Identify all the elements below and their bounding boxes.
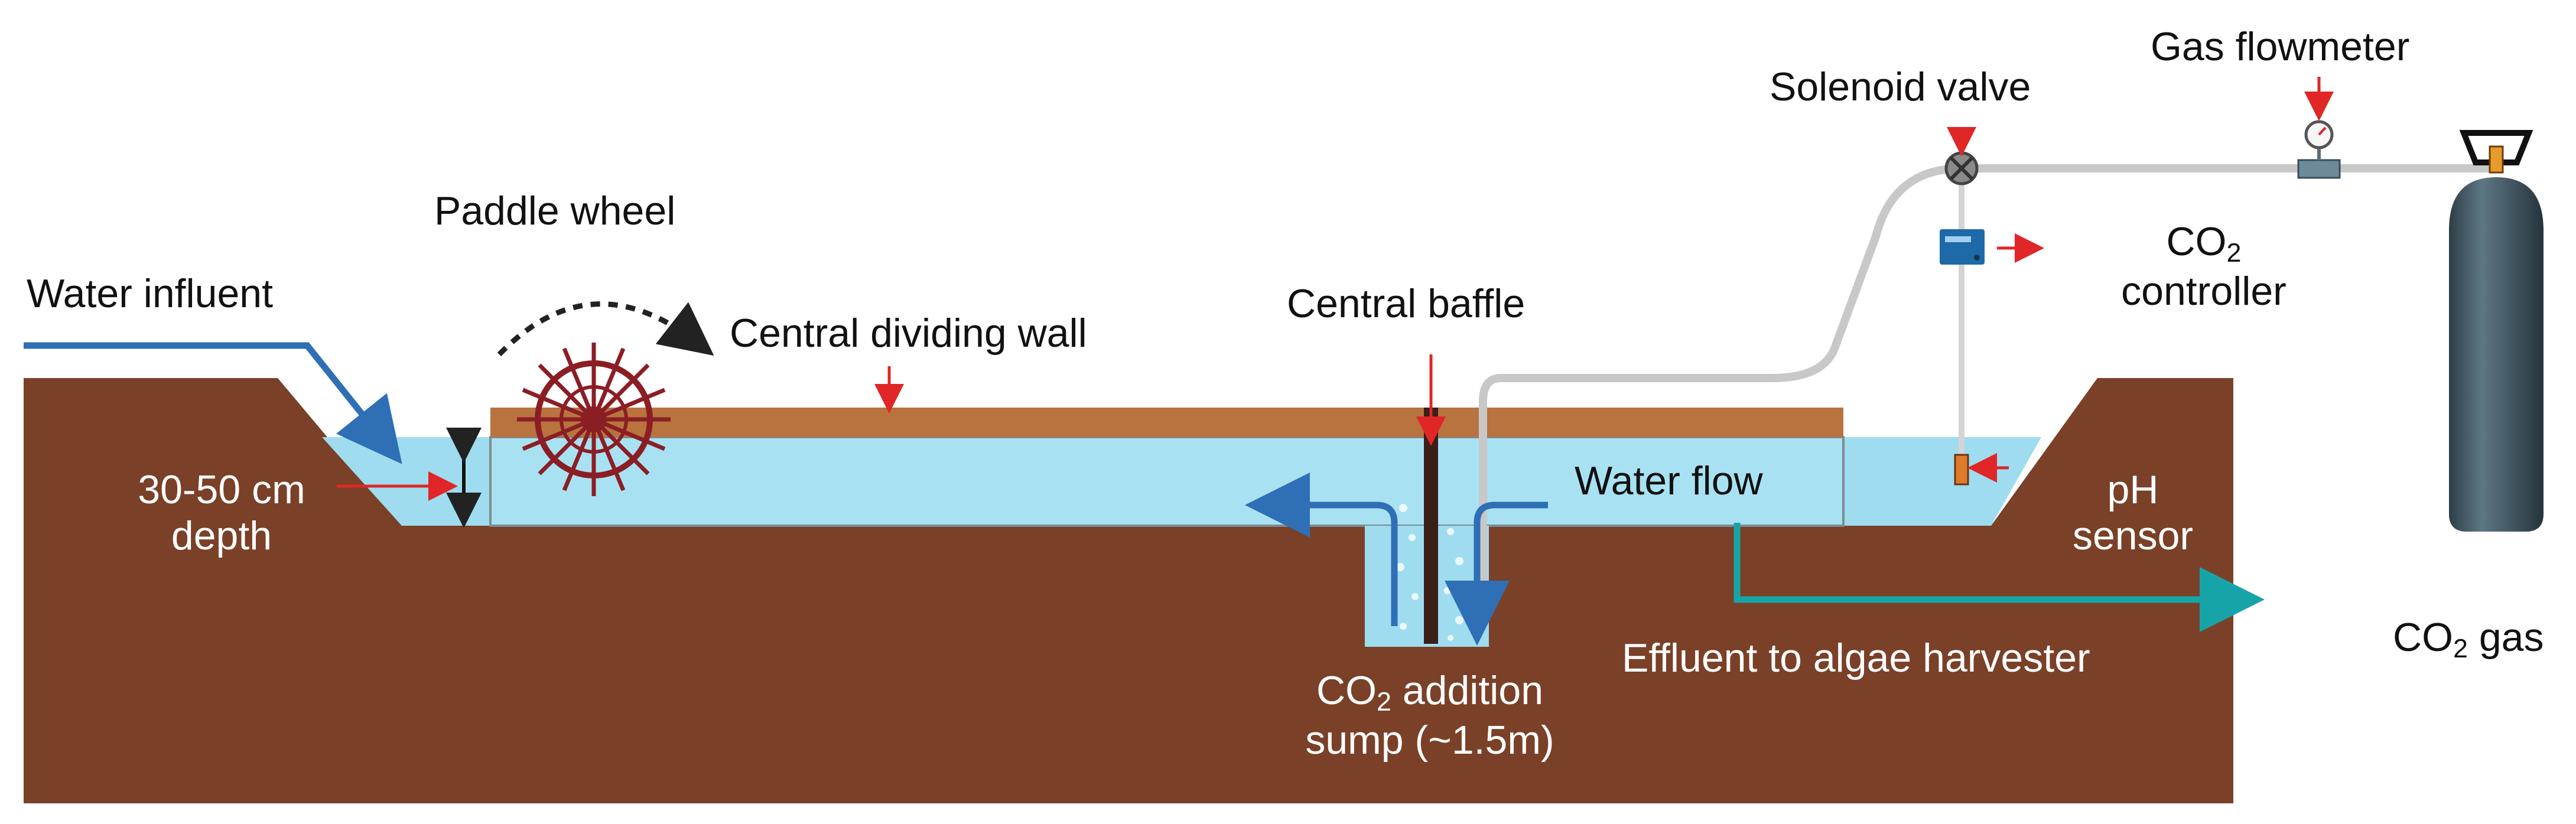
label-co2-controller: CO2 controller (2080, 219, 2328, 314)
label-co2-gas: CO2 gas (2393, 614, 2544, 664)
sump-post: addition (1391, 668, 1544, 713)
label-solenoid-valve: Solenoid valve (1770, 64, 2031, 109)
co2-gas-post: gas (2467, 615, 2544, 660)
label-co2-sump: CO2 addition sump (~1.5m) (1258, 667, 1601, 763)
effluent-arrow (1733, 523, 2265, 632)
co2-controller-line2: controller (2121, 268, 2286, 314)
co2-controller-sub: 2 (2226, 237, 2242, 268)
ph-sensor-icon (1954, 454, 1969, 486)
label-central-dividing-wall: Central dividing wall (730, 311, 1087, 356)
ph-line1: pH (2107, 467, 2159, 512)
pointer-arrows (337, 77, 2334, 501)
co2-controller-icon (1940, 229, 1985, 265)
label-gas-flowmeter: Gas flowmeter (2151, 24, 2410, 69)
label-ph-sensor: pH sensor (2056, 467, 2210, 559)
depth-line2: depth (171, 513, 272, 559)
label-effluent: Effluent to algae harvester (1622, 636, 2090, 680)
co2-cylinder-icon (2449, 130, 2544, 532)
soil-ground (24, 378, 2233, 803)
sump-co: CO (1316, 668, 1377, 713)
label-water-flow: Water flow (1575, 458, 1763, 503)
label-paddle-wheel: Paddle wheel (434, 188, 676, 233)
central-dividing-wall (490, 408, 1843, 437)
depth-line1: 30-50 cm (138, 467, 305, 512)
label-central-baffle: Central baffle (1287, 281, 1526, 326)
sump-line2: sump (~1.5m) (1305, 717, 1554, 763)
paddle-rotation-arrow (497, 301, 714, 357)
co2-gas-co: CO (2393, 615, 2453, 660)
sump-sub: 2 (1376, 686, 1391, 717)
ph-line2: sensor (2072, 513, 2194, 559)
paddle-wheel-icon (517, 343, 671, 496)
front-channel-water (489, 436, 1845, 527)
central-baffle (1424, 408, 1438, 644)
co2-gas-sub: 2 (2453, 633, 2468, 664)
gas-pipe (1479, 164, 2500, 607)
gas-flowmeter-icon (2297, 120, 2341, 179)
flow-arrow-right-down (1445, 501, 1548, 646)
water-influent-arrow (24, 342, 402, 464)
co2-controller-co: CO (2166, 219, 2227, 264)
solenoid-valve-icon (1944, 151, 1979, 185)
label-water-influent: Water influent (27, 271, 273, 316)
label-depth: 30-50 cm depth (121, 467, 322, 559)
flow-arrow-left-up (1245, 473, 1398, 626)
